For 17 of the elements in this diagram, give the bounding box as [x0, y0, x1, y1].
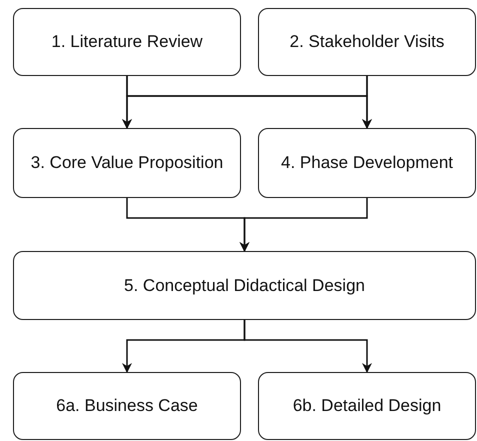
process-box: [258, 8, 476, 76]
box-label: 4. Phase Development: [281, 153, 453, 173]
box-label: 2. Stakeholder Visits: [290, 32, 444, 52]
arrow: [244, 320, 372, 373]
process-box: [13, 372, 241, 440]
process-box: [13, 251, 476, 320]
arrow: [240, 198, 368, 252]
arrow: [362, 76, 372, 129]
process-box: [13, 128, 241, 198]
process-box: [13, 8, 241, 76]
process-box: [258, 372, 476, 440]
box-label: 6a. Business Case: [56, 396, 198, 416]
box-label: 3. Core Value Proposition: [30, 153, 224, 173]
box-label: 1. Literature Review: [51, 32, 203, 52]
box-label: 6b. Detailed Design: [292, 396, 442, 416]
box-label: 5. Conceptual Didactical Design: [124, 276, 365, 296]
process-box: [258, 128, 476, 198]
